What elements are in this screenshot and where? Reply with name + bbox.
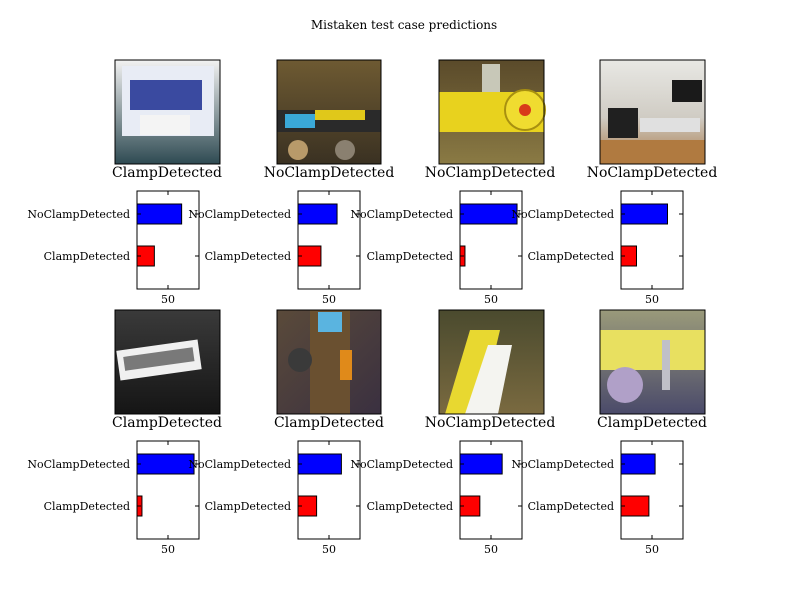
- panel-image: [599, 59, 706, 165]
- y-tick-label: ClampDetected: [205, 500, 291, 513]
- panel-image: [276, 309, 382, 415]
- x-tick-label: 50: [161, 543, 175, 556]
- x-tick-label: 50: [484, 543, 498, 556]
- bar: [459, 453, 503, 475]
- bar: [136, 453, 195, 475]
- bar-charts: ClampDetectedNoClampDetected50ClampDetec…: [27, 190, 684, 556]
- panel-image: [438, 59, 546, 165]
- y-tick-label: ClampDetected: [205, 250, 291, 263]
- bar-panel: ClampDetected NoClampDetected 50: [350, 440, 523, 556]
- bar-panel: ClampDetected NoClampDetected 50: [511, 440, 684, 556]
- y-tick-label: ClampDetected: [367, 250, 453, 263]
- axes-frame: [136, 440, 200, 540]
- bar: [459, 203, 518, 225]
- x-tick-label: 50: [161, 293, 175, 306]
- x-tick-label: 50: [645, 543, 659, 556]
- axes-frame: [297, 190, 361, 290]
- x-tick-label: 50: [322, 293, 336, 306]
- panel-image: [114, 309, 221, 415]
- image-label: ClampDetected: [112, 415, 222, 431]
- x-tick-label: 50: [484, 293, 498, 306]
- panel-image: [114, 59, 221, 165]
- image-label: NoClampDetected: [587, 165, 718, 181]
- panel-image: [276, 59, 382, 165]
- bar: [620, 203, 668, 225]
- axes-frame: [620, 190, 684, 290]
- axes-frame: [620, 440, 684, 540]
- y-tick-label: NoClampDetected: [350, 208, 453, 221]
- bar-panel: ClampDetected NoClampDetected 50: [350, 190, 523, 306]
- y-tick-label: NoClampDetected: [27, 208, 130, 221]
- y-tick-label: NoClampDetected: [188, 458, 291, 471]
- y-tick-label: ClampDetected: [528, 250, 614, 263]
- bar: [620, 495, 650, 517]
- bar: [297, 203, 338, 225]
- figure-title: Mistaken test case predictions: [311, 18, 497, 32]
- bar-panel: ClampDetected NoClampDetected 50: [188, 440, 361, 556]
- panel-image: [438, 309, 545, 415]
- y-tick-label: ClampDetected: [44, 500, 130, 513]
- bar: [297, 453, 342, 475]
- y-tick-label: NoClampDetected: [511, 458, 614, 471]
- bar-panel: ClampDetected NoClampDetected 50: [188, 190, 361, 306]
- y-tick-label: ClampDetected: [44, 250, 130, 263]
- y-tick-label: NoClampDetected: [511, 208, 614, 221]
- image-label: ClampDetected: [112, 165, 222, 181]
- image-label: NoClampDetected: [425, 415, 556, 431]
- bar-panel: ClampDetected NoClampDetected 50: [27, 190, 200, 306]
- image-label: ClampDetected: [274, 415, 384, 431]
- axes-frame: [297, 440, 361, 540]
- y-tick-label: ClampDetected: [528, 500, 614, 513]
- y-tick-label: NoClampDetected: [27, 458, 130, 471]
- axes-frame: [459, 440, 523, 540]
- bar-panel: ClampDetected NoClampDetected 50: [511, 190, 684, 306]
- image-label: NoClampDetected: [425, 165, 556, 181]
- image-label: ClampDetected: [597, 415, 707, 431]
- y-tick-label: NoClampDetected: [350, 458, 453, 471]
- y-tick-label: ClampDetected: [367, 500, 453, 513]
- x-tick-label: 50: [645, 293, 659, 306]
- bar-panel: ClampDetected NoClampDetected 50: [27, 440, 200, 556]
- axes-frame: [459, 190, 523, 290]
- bar: [136, 203, 183, 225]
- panel-image: [599, 309, 706, 415]
- bar: [620, 453, 656, 475]
- axes-frame: [136, 190, 200, 290]
- image-label: NoClampDetected: [264, 165, 395, 181]
- x-tick-label: 50: [322, 543, 336, 556]
- y-tick-label: NoClampDetected: [188, 208, 291, 221]
